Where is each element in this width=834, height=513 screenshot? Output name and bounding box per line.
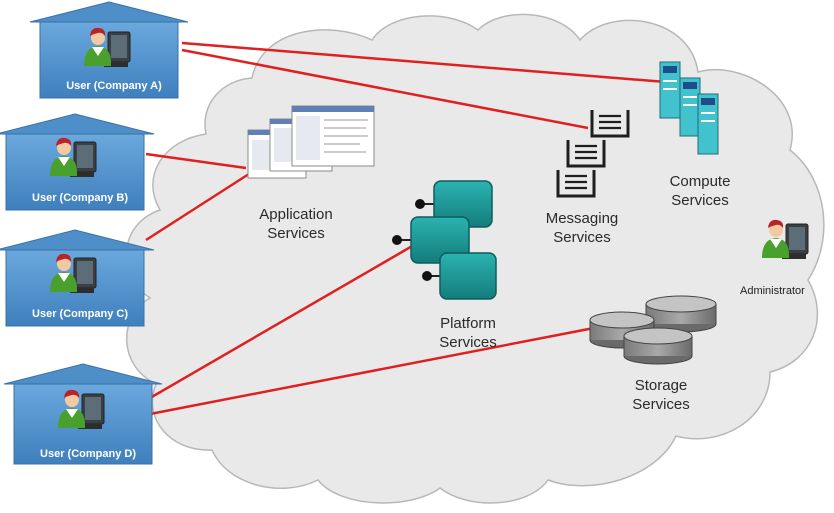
user-company-b (0, 113, 155, 211)
message-queue-icon (556, 110, 630, 198)
administrator-label: Administrator (740, 285, 805, 297)
user-company-a-label: User (Company A) (66, 80, 162, 92)
connector-a-compute (181, 41, 667, 84)
user-company-b-label: User (Company B) (32, 192, 128, 204)
application-windows-icon (247, 105, 375, 179)
connector-a-messaging (181, 48, 589, 130)
user-company-a (29, 1, 189, 99)
server-rack-icon (659, 61, 719, 155)
connector-d-platform (149, 243, 415, 400)
storage-disk-icon (589, 295, 717, 365)
user-company-d (3, 363, 163, 465)
connector-b-application (145, 152, 247, 170)
connector-d-storage (149, 326, 595, 416)
user-company-c-label: User (Company C) (32, 308, 128, 320)
platform-blocks-icon (392, 180, 497, 300)
user-company-d-label: User (Company D) (40, 448, 136, 460)
connector-lines (145, 41, 667, 416)
connector-c-application (145, 170, 253, 242)
user-company-c (0, 229, 155, 327)
